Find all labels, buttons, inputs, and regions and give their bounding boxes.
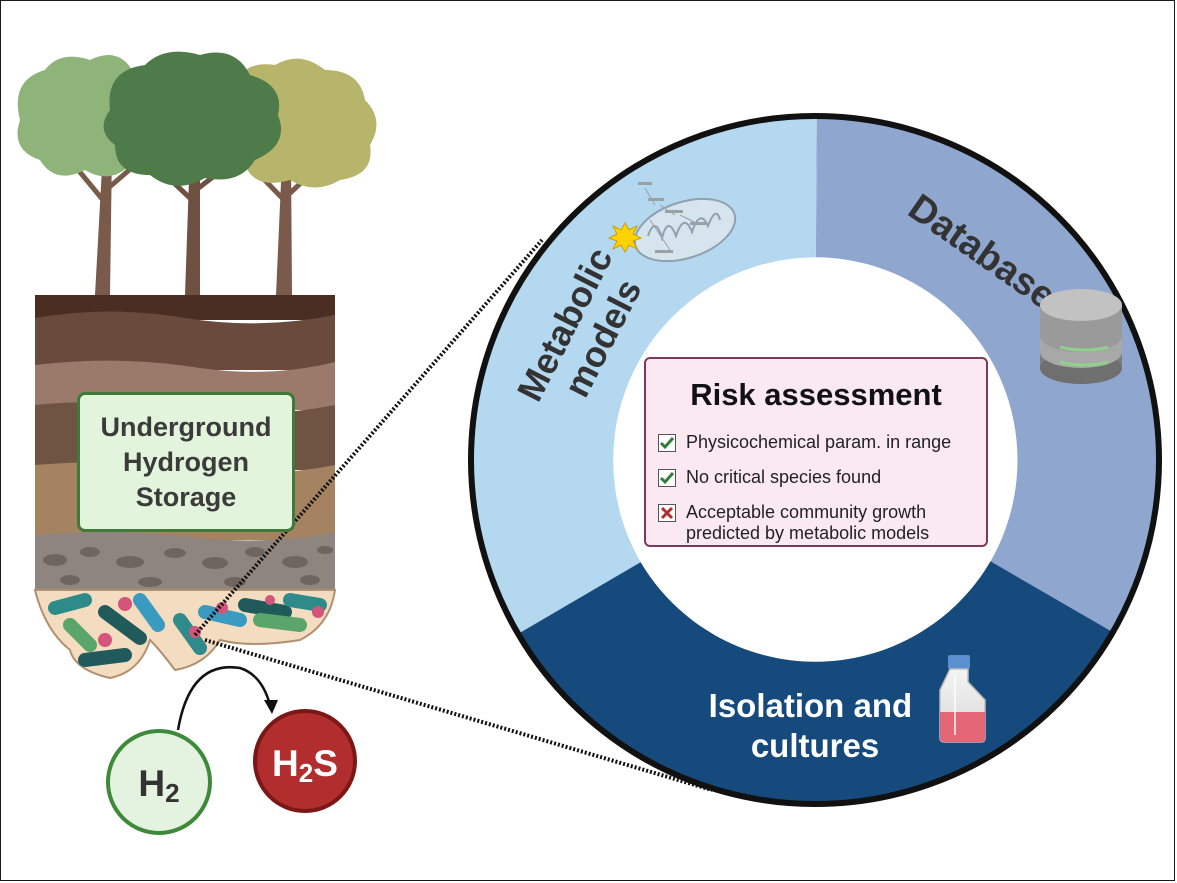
database-icon: [1040, 289, 1122, 384]
storage-label-line: Hydrogen: [122, 446, 249, 477]
storage-label-line: Underground: [100, 411, 272, 442]
ring-border: [468, 113, 1162, 807]
rocks: [43, 546, 333, 587]
isolation-cultures-label: Isolation and cultures: [709, 687, 922, 764]
check-icon: [659, 437, 675, 450]
atp-icon: [607, 221, 643, 254]
ring-segment-metabolic: [472, 116, 817, 634]
bacteria-icon: [33, 589, 337, 680]
ring-segment-database: [815, 116, 1159, 633]
arrow-head: [264, 700, 278, 714]
risk-item: No critical species found: [658, 467, 986, 488]
storage-label-line: Storage: [135, 481, 237, 512]
check-icon: [659, 472, 675, 485]
risk-assessment-title: Risk assessment: [690, 377, 942, 412]
risk-assessment-box: Risk assessment Physicochemical param. i…: [644, 357, 988, 547]
zoom-lines: [193, 238, 713, 792]
cross-icon: [660, 506, 674, 520]
h2-molecule: [106, 729, 212, 835]
reaction-arrow: [176, 665, 272, 731]
risk-item: Physicochemical param. in range: [658, 432, 986, 453]
risk-item: Acceptable community growth predicted by…: [658, 502, 986, 544]
risk-item-text: Acceptable community growth predicted by…: [686, 502, 930, 543]
risk-item-text: No critical species found: [686, 467, 882, 487]
risk-item-text: Physicochemical param. in range: [686, 432, 952, 452]
tree-icon: [103, 51, 282, 295]
h2s-label: H2S: [272, 743, 338, 788]
culture-flask-icon: [939, 655, 986, 743]
checkbox: [658, 469, 676, 487]
ring-segment-isolation: [518, 561, 1113, 803]
underground-hydrogen-storage-box: Underground Hydrogen Storage: [77, 392, 295, 532]
h2-label: H2: [138, 763, 179, 808]
h2s-molecule: [253, 709, 357, 813]
checkbox: [658, 504, 676, 522]
checkbox: [658, 434, 676, 452]
